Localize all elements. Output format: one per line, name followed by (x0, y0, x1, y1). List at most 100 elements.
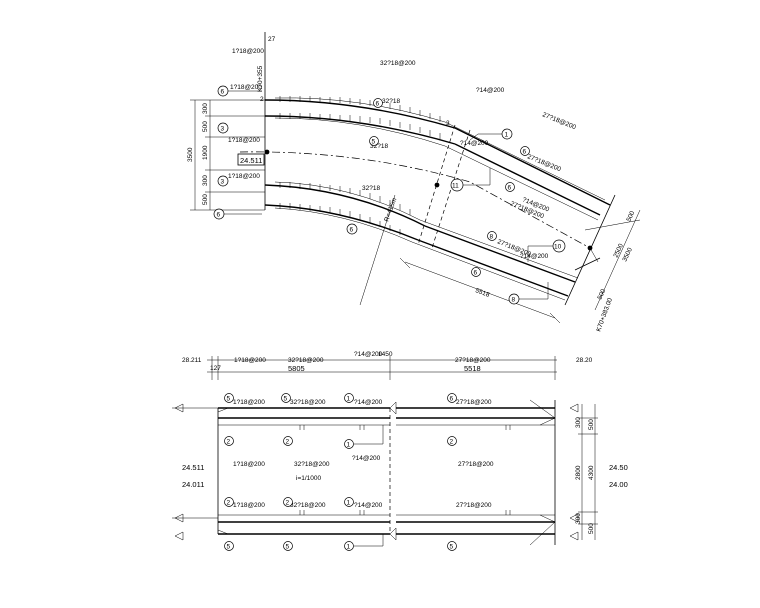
elev-dim-2: 500 (588, 419, 595, 430)
slope: i=1/1000 (296, 475, 322, 482)
svg-text:5: 5 (286, 544, 290, 551)
svg-text:6: 6 (350, 227, 354, 234)
bar-top-a: 1?18@200 (234, 357, 266, 364)
bar-321: 32?18@200 (380, 60, 416, 67)
bar-114b: ?14@200 (460, 140, 489, 147)
elev-mark-2d: 2 (224, 497, 234, 507)
elev-left-top: 28.211 (182, 357, 202, 364)
svg-text:5: 5 (227, 396, 231, 403)
elev-mark-5a: 5 (224, 393, 234, 403)
elevation-view: 28.211 28.20 ?14@200 1450 1?18@200 32?18… (172, 351, 628, 551)
svg-text:6: 6 (376, 101, 380, 108)
callout-6-plan-b: 6 (346, 223, 358, 235)
svg-text:2: 2 (227, 439, 231, 446)
callout-6-left-bottom: 6 (213, 208, 225, 220)
callout-5-plan: 5 (369, 136, 379, 146)
callout-6-top-left: 6 (217, 85, 229, 97)
elev-mark-2a: 2 (224, 436, 234, 446)
bar-114d: ?14@200 (520, 253, 549, 260)
bar-1118-c: 1?18@200 (228, 173, 260, 180)
mid-b: 32?18@200 (294, 461, 330, 468)
callout-3-left-b: 3 (217, 175, 229, 187)
elev-mark-5c: 5 (224, 541, 234, 551)
hatch-lower (279, 182, 411, 235)
svg-text:10: 10 (554, 244, 562, 251)
bar-32-18-a: 32?18 (382, 98, 400, 105)
dim-left-total: 3500 (187, 147, 194, 162)
elev-mark-5b: 5 (281, 393, 291, 403)
elev-dim-1: 300 (575, 417, 582, 428)
row1-b: 32?18@200 (290, 399, 326, 406)
callout-10-plan: 10 (552, 239, 566, 253)
dim-left-d: 500 (202, 194, 209, 205)
elev-mark-6a: 6 (447, 393, 457, 403)
hatch-upper (279, 96, 441, 139)
elev-right-1: 24.50 (609, 463, 628, 472)
dim-left-a: 300 (202, 103, 209, 114)
radius-label: R=415m (383, 197, 398, 223)
row1-a: 1?18@200 (233, 399, 265, 406)
bar-1118-a: 1?18@200 (230, 84, 262, 91)
svg-text:1: 1 (347, 396, 351, 403)
elev-mark-2c: 2 (447, 436, 457, 446)
elev-left-2: 24.011 (182, 480, 204, 489)
callout-6-plan-c: 6 (505, 182, 515, 192)
mid-a: 1?18@200 (233, 461, 265, 468)
svg-text:6: 6 (450, 396, 454, 403)
elev-mark-5e: 5 (447, 541, 457, 551)
callout-8-plan-b: 8 (508, 293, 520, 305)
plan-view: 27 K70+355 3500 1900 300 500 300 500 24.… (187, 32, 641, 333)
svg-text:6: 6 (474, 270, 478, 277)
svg-text:8: 8 (512, 297, 516, 304)
elev-dim-6: 500 (588, 523, 595, 534)
right-dim-4: 500 (596, 288, 607, 301)
svg-text:6: 6 (523, 149, 527, 156)
dim-5518: 5518 (464, 364, 481, 373)
callout-8-plan-a: 8 (487, 231, 497, 241)
bar-271: 27?18@200 (541, 111, 577, 131)
dim-127: 127 (210, 365, 221, 372)
elev-mark-1c: 1 (344, 497, 354, 507)
elev-right-2: 24.00 (609, 480, 628, 489)
svg-text:2: 2 (450, 439, 454, 446)
callout-6-plan-e: 6 (471, 267, 481, 277)
mid-d: 27?18@200 (458, 461, 494, 468)
bot-b: 32?18@200 (290, 502, 326, 509)
elev-mark-1d: 1 (344, 541, 354, 551)
elev-mark-1a: 1 (344, 393, 354, 403)
bar-top-b: 32?18@200 (288, 357, 324, 364)
bar-32-18-c: 32?18 (362, 185, 380, 192)
svg-text:5: 5 (450, 544, 454, 551)
callout-3-left-a: 3 (217, 122, 229, 134)
mid-c: ?14@200 (352, 455, 381, 462)
bot-d: 27?18@200 (456, 502, 492, 509)
bar-114: ?14@200 (476, 87, 505, 94)
len-5518: 5518 (474, 287, 490, 299)
dim-left-mid: 1900 (202, 145, 209, 160)
svg-text:5: 5 (284, 396, 288, 403)
bar-1118-b: 1?18@200 (228, 137, 260, 144)
dim-left-c: 300 (202, 175, 209, 186)
elev-mark-2e: 2 (283, 497, 293, 507)
svg-text:5: 5 (372, 139, 376, 146)
elev-dim-4: 4300 (588, 465, 595, 480)
svg-text:6: 6 (221, 89, 225, 96)
elev-mark-1b: 1 (344, 439, 354, 449)
bar-top-114: ?14@200 (354, 351, 383, 358)
bar-top-1450: 1450 (378, 351, 393, 358)
svg-text:1: 1 (347, 442, 351, 449)
elev-right-top: 28.20 (576, 357, 593, 364)
callout-11-plan: 11 (450, 178, 464, 192)
bar-32-18-b: 32?18 (370, 143, 388, 150)
row1-d: 27?18@200 (456, 399, 492, 406)
svg-text:2: 2 (286, 500, 290, 507)
elev-dim-3: 2800 (575, 465, 582, 480)
dim-left-b: 500 (202, 121, 209, 132)
bar-top-c: 27?18@200 (455, 357, 491, 364)
right-dim-1: 500 (625, 210, 636, 223)
elev-mark-5d: 5 (283, 541, 293, 551)
elev-mark-2b: 2 (283, 436, 293, 446)
svg-text:1: 1 (347, 500, 351, 507)
bot-a: 1?18@200 (233, 502, 265, 509)
svg-text:3: 3 (221, 179, 225, 186)
